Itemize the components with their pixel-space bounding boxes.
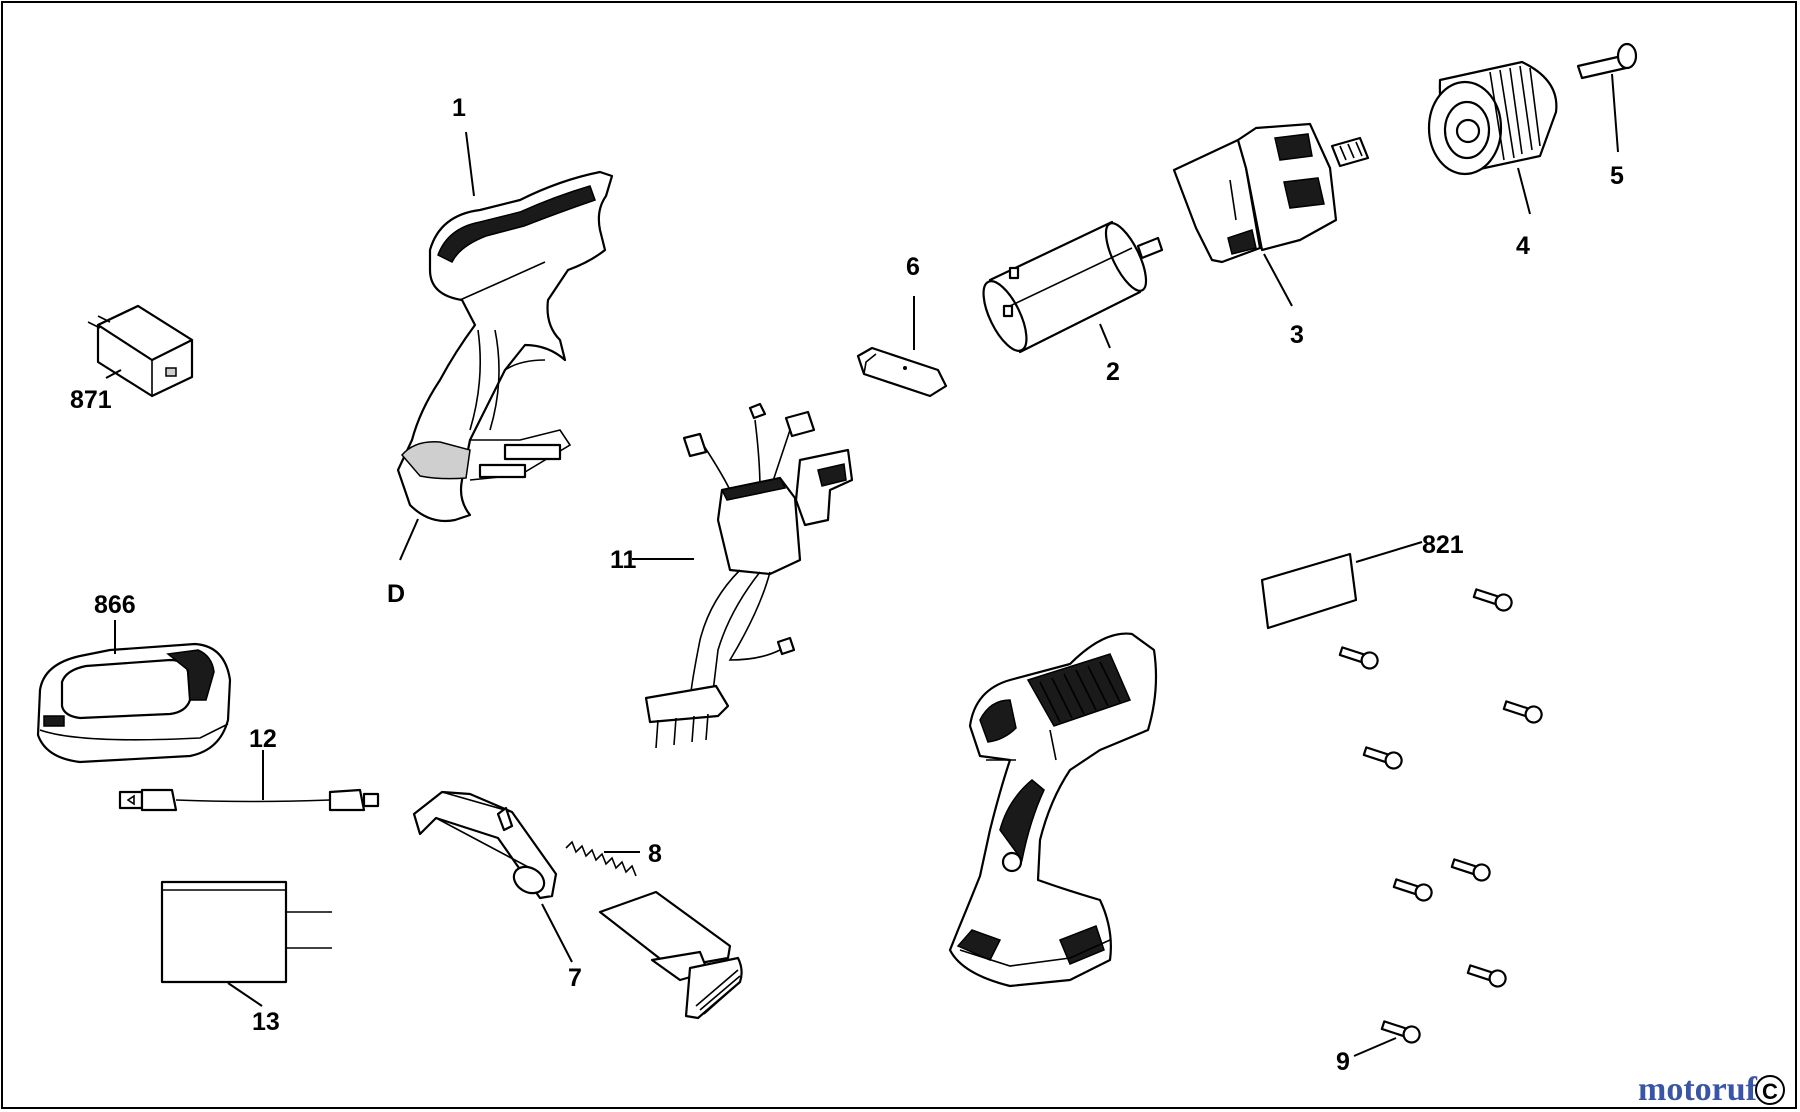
label-12: 12 (249, 725, 277, 753)
label-11: 11 (610, 546, 637, 574)
gearbox-part-3 (1172, 122, 1370, 264)
usb-cable-part-12 (118, 788, 380, 812)
label-871: 871 (70, 386, 112, 414)
watermark-text: motoruf (1638, 1071, 1758, 1108)
chuck-part-4 (1427, 60, 1558, 176)
leader-7 (541, 903, 573, 963)
chuck-screw-part-5 (1576, 42, 1638, 80)
switch-wiring-part-11 (644, 402, 854, 749)
label-1: 1 (452, 94, 466, 122)
label-821: 821 (1422, 531, 1464, 559)
leader-9 (1353, 1037, 1397, 1057)
label-5: 5 (1610, 162, 1624, 190)
leader-1 (465, 131, 475, 197)
label-8: 8 (648, 840, 662, 868)
watermark-badge-letter: C (1762, 1079, 1778, 1104)
label-13: 13 (252, 1008, 280, 1036)
leader-3 (1263, 253, 1293, 307)
leader-5 (1611, 73, 1619, 153)
label-3: 3 (1290, 321, 1304, 349)
label-4: 4 (1516, 232, 1530, 260)
label-2: 2 (1106, 358, 1120, 386)
label-9: 9 (1336, 1048, 1350, 1076)
wall-charger-part-871 (87, 304, 194, 398)
watermark: motoruf C (1638, 1071, 1785, 1108)
screws-part-9 (1338, 588, 1543, 1044)
leader-13 (227, 982, 263, 1007)
label-7: 7 (568, 964, 582, 992)
lens-plate-part-6 (856, 346, 948, 398)
assembled-drill (948, 632, 1158, 988)
nameplate-part-821 (1260, 552, 1358, 630)
battery-holder-part-7 (412, 790, 743, 1020)
leader-D (399, 518, 419, 561)
leader-4 (1517, 167, 1531, 215)
storage-case-part-866 (36, 642, 232, 764)
leader-2 (1099, 323, 1111, 349)
leader-821 (1355, 541, 1423, 563)
label-866: 866 (94, 591, 136, 619)
watermark-badge (1755, 1075, 1785, 1105)
leader-871 (105, 369, 122, 379)
housing-half-part-1 (396, 170, 614, 523)
label-6: 6 (906, 253, 920, 281)
power-adapter-part-13 (160, 880, 332, 984)
label-D: D (387, 580, 405, 608)
motor-part-2 (982, 220, 1164, 354)
spring-part-8 (565, 840, 637, 877)
